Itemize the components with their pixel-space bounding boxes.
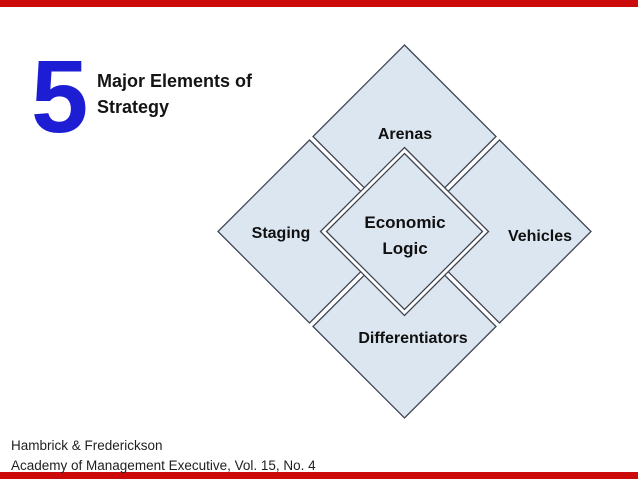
slide-number: 5 xyxy=(31,39,89,154)
differentiators-diamond xyxy=(312,234,497,419)
citation: Hambrick & Frederickson Academy of Manag… xyxy=(11,436,316,475)
slide-title: Major Elements of Strategy xyxy=(97,68,252,120)
bottom-accent-bar xyxy=(0,472,638,479)
economic-logic-label-line-1: Economic xyxy=(364,213,445,232)
slide-title-line-2: Strategy xyxy=(97,97,170,117)
arenas-label: Arenas xyxy=(378,126,432,143)
economic-logic-label-line-2: Logic xyxy=(382,239,427,258)
vehicles-label: Vehicles xyxy=(508,228,572,245)
top-accent-bar xyxy=(0,0,638,7)
economic-logic-diamond xyxy=(325,152,484,311)
differentiators-label: Differentiators xyxy=(358,330,467,347)
staging-label: Staging xyxy=(252,225,311,242)
slide-title-line-1: Major Elements of xyxy=(97,71,253,91)
citation-source: Academy of Management Executive, Vol. 15… xyxy=(11,457,316,473)
citation-authors: Hambrick & Frederickson xyxy=(11,438,163,453)
